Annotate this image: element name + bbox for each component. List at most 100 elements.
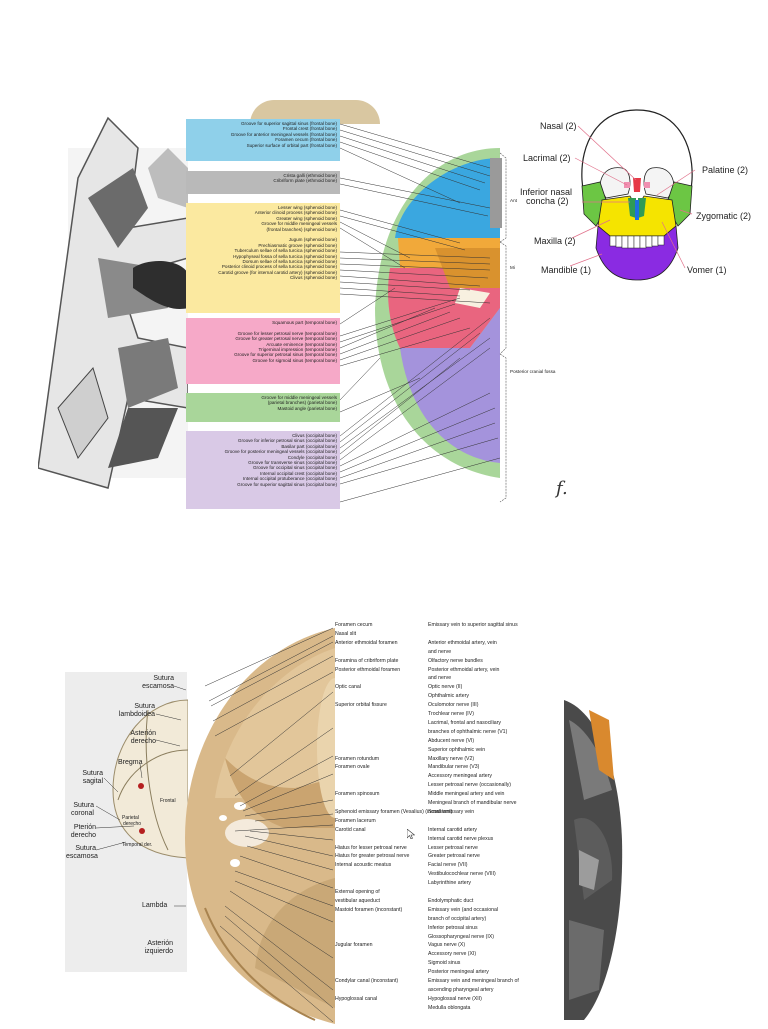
foramen-contents: Accessory meningeal artery (428, 773, 493, 780)
label-group-item: Groove for superior petrosal sinus (temp… (234, 352, 337, 358)
label-group-item: Groove for sigmoid sinus (temporal bone) (252, 357, 337, 363)
foramen-contents: Internal carotid nerve plexus (428, 835, 494, 842)
lambda-label: Lambda (142, 902, 168, 909)
foramen-contents: Abducent nerve (VI) (428, 737, 475, 744)
foramen-name: Jugular foramen (335, 942, 373, 949)
foramen-contents: Sigmoid sinus (428, 960, 461, 967)
foramen-name: Sphenoid emissary foramen (Vesalius) (in… (335, 808, 453, 815)
label-group: Groove for middle meningeal vessels(pari… (186, 393, 340, 422)
foramen-name: vestibular aqueduct (335, 897, 380, 904)
foramen-contents: Lesser petrosal nerve (occasionally) (428, 782, 512, 789)
inferior-nasal-label: Inferior nasal (520, 187, 573, 197)
skull-front-leaders (569, 125, 696, 269)
vomer-label: Vomer (1) (687, 265, 727, 275)
foramen-contents: Lacrimal, frontal and nasociliary (428, 719, 501, 726)
label-group-item: Groove for lesser petrosal nerve (tempor… (237, 330, 337, 336)
foramen-contents: Posterior ethmoidal artery, vein (428, 666, 500, 673)
foramen-contents: Labyrinthine artery (428, 880, 471, 887)
sutures-skull (108, 690, 189, 860)
label-group-item: (parietal branches) (parietal bone) (267, 400, 337, 406)
foramen-contents: Inferior petrosal sinus (428, 924, 478, 931)
skull-front-diagram (578, 108, 696, 283)
foramen-contents: Oculomotor nerve (III) (428, 702, 479, 709)
label-group-item: Groove for occipital sinus (occipital bo… (252, 465, 337, 471)
bottom-leader-lines (204, 627, 334, 1023)
zygomatic-label: Zygomatic (2) (696, 211, 752, 221)
label-group-item: Greater wing (sphenoid bone) (276, 215, 337, 221)
label-group-item: Condyle (occipital bone) (287, 454, 337, 460)
label-group-item: Trigeminal impression (temporal bone) (258, 346, 337, 352)
label-group: Clivus (occipital bone)Groove for inferi… (186, 431, 340, 509)
label-group: Squamous part (temporal bone)Groove for … (186, 318, 340, 384)
foramen-contents: Emissary vein to superior sagittal sinus (428, 622, 518, 628)
foramen-contents: Mandibular nerve (V3) (428, 764, 480, 771)
foramen-contents: Middle meningeal artery and vein (428, 791, 505, 798)
foramen-contents: and nerve (428, 648, 452, 655)
foramen-contents: ascending pharyngeal artery (428, 986, 494, 993)
label-group-item: Hypophyseal fossa of sella turcica (sphe… (233, 253, 337, 259)
sutures-inner-parietal: Parietal (122, 815, 139, 821)
foramen-name: Hypoglossal canal (335, 995, 378, 1002)
label-group-item: Groove for transverse sinus (occipital b… (248, 459, 337, 465)
foramen-name: Mastoid foramen (inconstant) (335, 906, 403, 913)
foramen-name: Foramina of cribriform plate (335, 657, 399, 664)
label-group-item: Posterior clinoid process of sella turci… (221, 264, 337, 270)
foramen-name: Foramen rotundum (335, 755, 380, 762)
label-group-item: Anterior clinoid process (sphenoid bone) (254, 210, 337, 216)
foramen-name: Hiatus for greater petrosal nerve (335, 853, 410, 860)
foramen-contents: Meningeal branch of mandibular nerve (428, 800, 517, 806)
foramen-contents: branches of ophthalmic nerve (V1) (428, 728, 508, 735)
foramen-contents: Anterior ethmoidal artery, vein (428, 639, 497, 646)
sutures-inner-derecho: derecho (123, 821, 142, 827)
foramen-contents: Medulla oblongata (428, 1004, 471, 1011)
mandible-label: Mandible (1) (541, 265, 592, 275)
label-group-item: Prechiasmatic groove (sphenoid bone) (258, 242, 337, 248)
foramen-contents: Maxillary nerve (V2) (428, 755, 475, 762)
label-group-item: (frontal branches) (sphenoid bone) (266, 226, 337, 232)
label-group-item: Cribriform plate (ethmoid bone) (273, 178, 337, 184)
bregma-label: Bregma (118, 759, 143, 766)
foramen-contents: Posterior meningeal artery (428, 969, 489, 976)
posterior-fossa-label: Posterior cranial fossa (510, 369, 556, 374)
foramen-contents: Facial nerve (VII) (428, 862, 468, 869)
lacrimal-label: Lacrimal (2) (523, 153, 571, 163)
signature: f. (556, 478, 568, 499)
label-group-item: Groove for middle meningeal vessels (261, 395, 337, 400)
foramen-contents: Hypoglossal nerve (XII) (428, 995, 482, 1002)
foramen-contents: Optic nerve (II) (428, 684, 463, 691)
sutures-leaders (96, 685, 186, 907)
foramen-contents: Lesser petrosal nerve (428, 844, 478, 851)
label-group-item: Frontal crest (frontal bone) (282, 126, 337, 132)
label-group-item: Dorsum sellae of sella turcica (sphenoid… (242, 258, 337, 264)
foramen-contents: Greater petrosal nerve (428, 853, 480, 860)
label-group-item: Internal occipital protuberance (occipit… (243, 476, 337, 482)
top-leader-lines (340, 123, 507, 503)
foramen-name: Superior orbital fissure (335, 702, 387, 709)
foramen-name: Internal acoustic meatus (335, 862, 392, 869)
label-group-item: Groove for superior sagittal sinus (occi… (237, 481, 337, 487)
label-group-item: Groove for middle meningeal vessels (261, 221, 337, 227)
foramen-contents: Superior ophthalmic vein (428, 746, 486, 753)
cranial-base-photo (185, 628, 353, 1024)
foramen-contents: Accessory nerve (XI) (428, 951, 477, 958)
foramen-name: External opening of (335, 889, 380, 895)
foramen-name: Foramen spinosum (335, 791, 380, 798)
maxilla-label: Maxilla (2) (534, 236, 576, 246)
label-group-item: Groove for superior sagittal sinus (fron… (240, 121, 337, 126)
foramen-name: Nasal slit (335, 630, 357, 637)
label-group-item: Arcuate eminence (temporal bone) (266, 341, 337, 347)
sutures-inner-temporal: Temporal der. (122, 842, 153, 848)
nasal-label: Nasal (2) (540, 121, 577, 131)
label-group-item: Tuberculum sellae of sella turcica (sphe… (234, 248, 337, 254)
label-group-item: Groove for anterior meningeal vessels (f… (230, 131, 337, 137)
foramen-name: Foramen ovale (335, 764, 370, 771)
foramen-name: Foramen lacerum (335, 817, 376, 824)
grey-skull-photo (564, 700, 624, 1020)
label-group-item: Lesser wing (sphenoid bone) (278, 205, 337, 210)
foramen-contents: Endolymphatic duct (428, 897, 474, 904)
cranial-base-right (335, 628, 565, 1024)
label-group-item: Mastoid angle (parietal bone) (277, 405, 338, 411)
